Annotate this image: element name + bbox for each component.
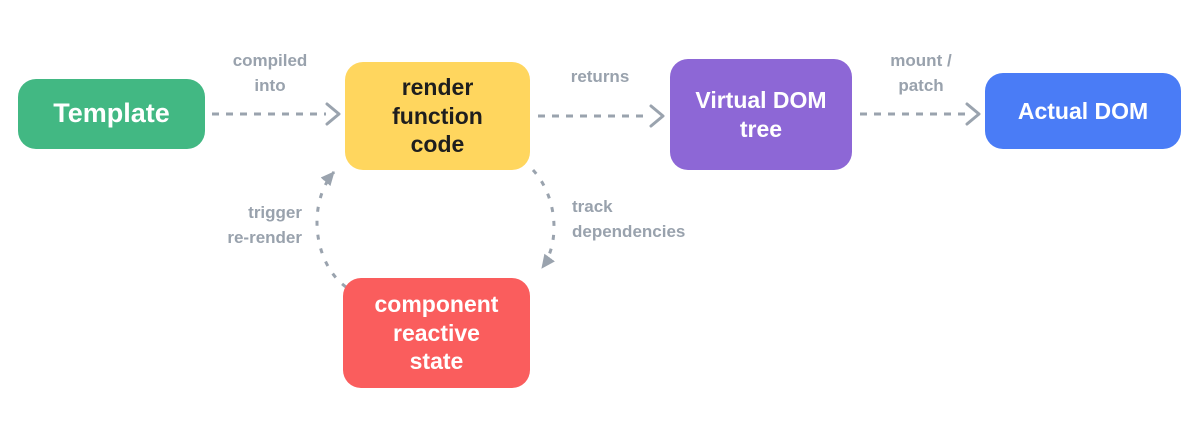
node-virtual-dom-tree: Virtual DOM tree	[670, 59, 852, 170]
arrowhead-vdom-to-actual	[965, 102, 981, 126]
node-render-function-code: render function code	[345, 62, 530, 170]
node-component-reactive-state: component reactive state	[343, 278, 530, 388]
arc-render-to-state	[531, 168, 556, 269]
edge-label-track-dependencies: track dependencies	[572, 197, 686, 241]
edge-label-returns: returns	[570, 67, 630, 86]
edge-label-mount-patch: mount / patch	[890, 51, 952, 95]
edge-label-trigger-re-render: trigger re-render	[227, 203, 302, 247]
arrowhead-render-to-vdom	[649, 104, 665, 128]
node-actual-dom: Actual DOM	[985, 73, 1181, 149]
edge-label-compiled-into: compiled into	[232, 51, 308, 95]
node-template: Template	[18, 79, 205, 149]
arrowhead-template-to-render	[325, 102, 341, 126]
arc-state-to-render	[315, 171, 347, 289]
